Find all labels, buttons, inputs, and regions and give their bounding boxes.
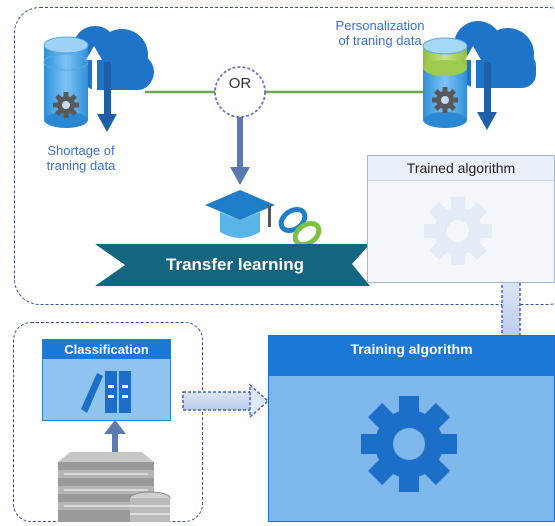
- top-panel: [14, 7, 555, 305]
- training-algorithm-title: Training algorithm: [269, 336, 554, 376]
- trained-algorithm-box: Trained algorithm: [367, 155, 555, 283]
- database-right-icon: [422, 37, 468, 128]
- classification-box: Classification: [42, 339, 171, 421]
- database-coins-icon: [129, 491, 171, 522]
- gear-small-left-icon: [53, 92, 79, 118]
- or-label: OR: [228, 75, 252, 92]
- gear-large-faded-icon: [424, 197, 492, 265]
- transfer-learning-label: Transfer learning: [166, 255, 304, 274]
- shortage-label: Shortage of traning data: [46, 143, 116, 173]
- binders-icon: [81, 371, 131, 413]
- trained-algorithm-title: Trained algorithm: [368, 156, 554, 181]
- personalization-label: Personalization of traning data: [335, 18, 425, 48]
- up-down-arrows-right-icon: [465, 46, 497, 130]
- gear-large-icon: [361, 396, 457, 492]
- dashed-right-arrow-icon: [182, 383, 270, 419]
- cloud-right-icon: [454, 21, 536, 88]
- up-down-arrows-left-icon: [86, 46, 117, 132]
- server-stack-icon: [58, 452, 154, 522]
- or-circle: [214, 66, 266, 118]
- training-algorithm-box: Training algorithm: [268, 335, 555, 522]
- link-chain-icon: [278, 207, 322, 247]
- transfer-learning-banner: [95, 244, 370, 286]
- up-arrow-icon: [104, 420, 126, 454]
- graduation-cap-icon: [205, 190, 275, 238]
- down-arrow-icon: [230, 117, 250, 185]
- classification-title: Classification: [43, 340, 170, 359]
- gear-small-right-icon: [432, 87, 458, 113]
